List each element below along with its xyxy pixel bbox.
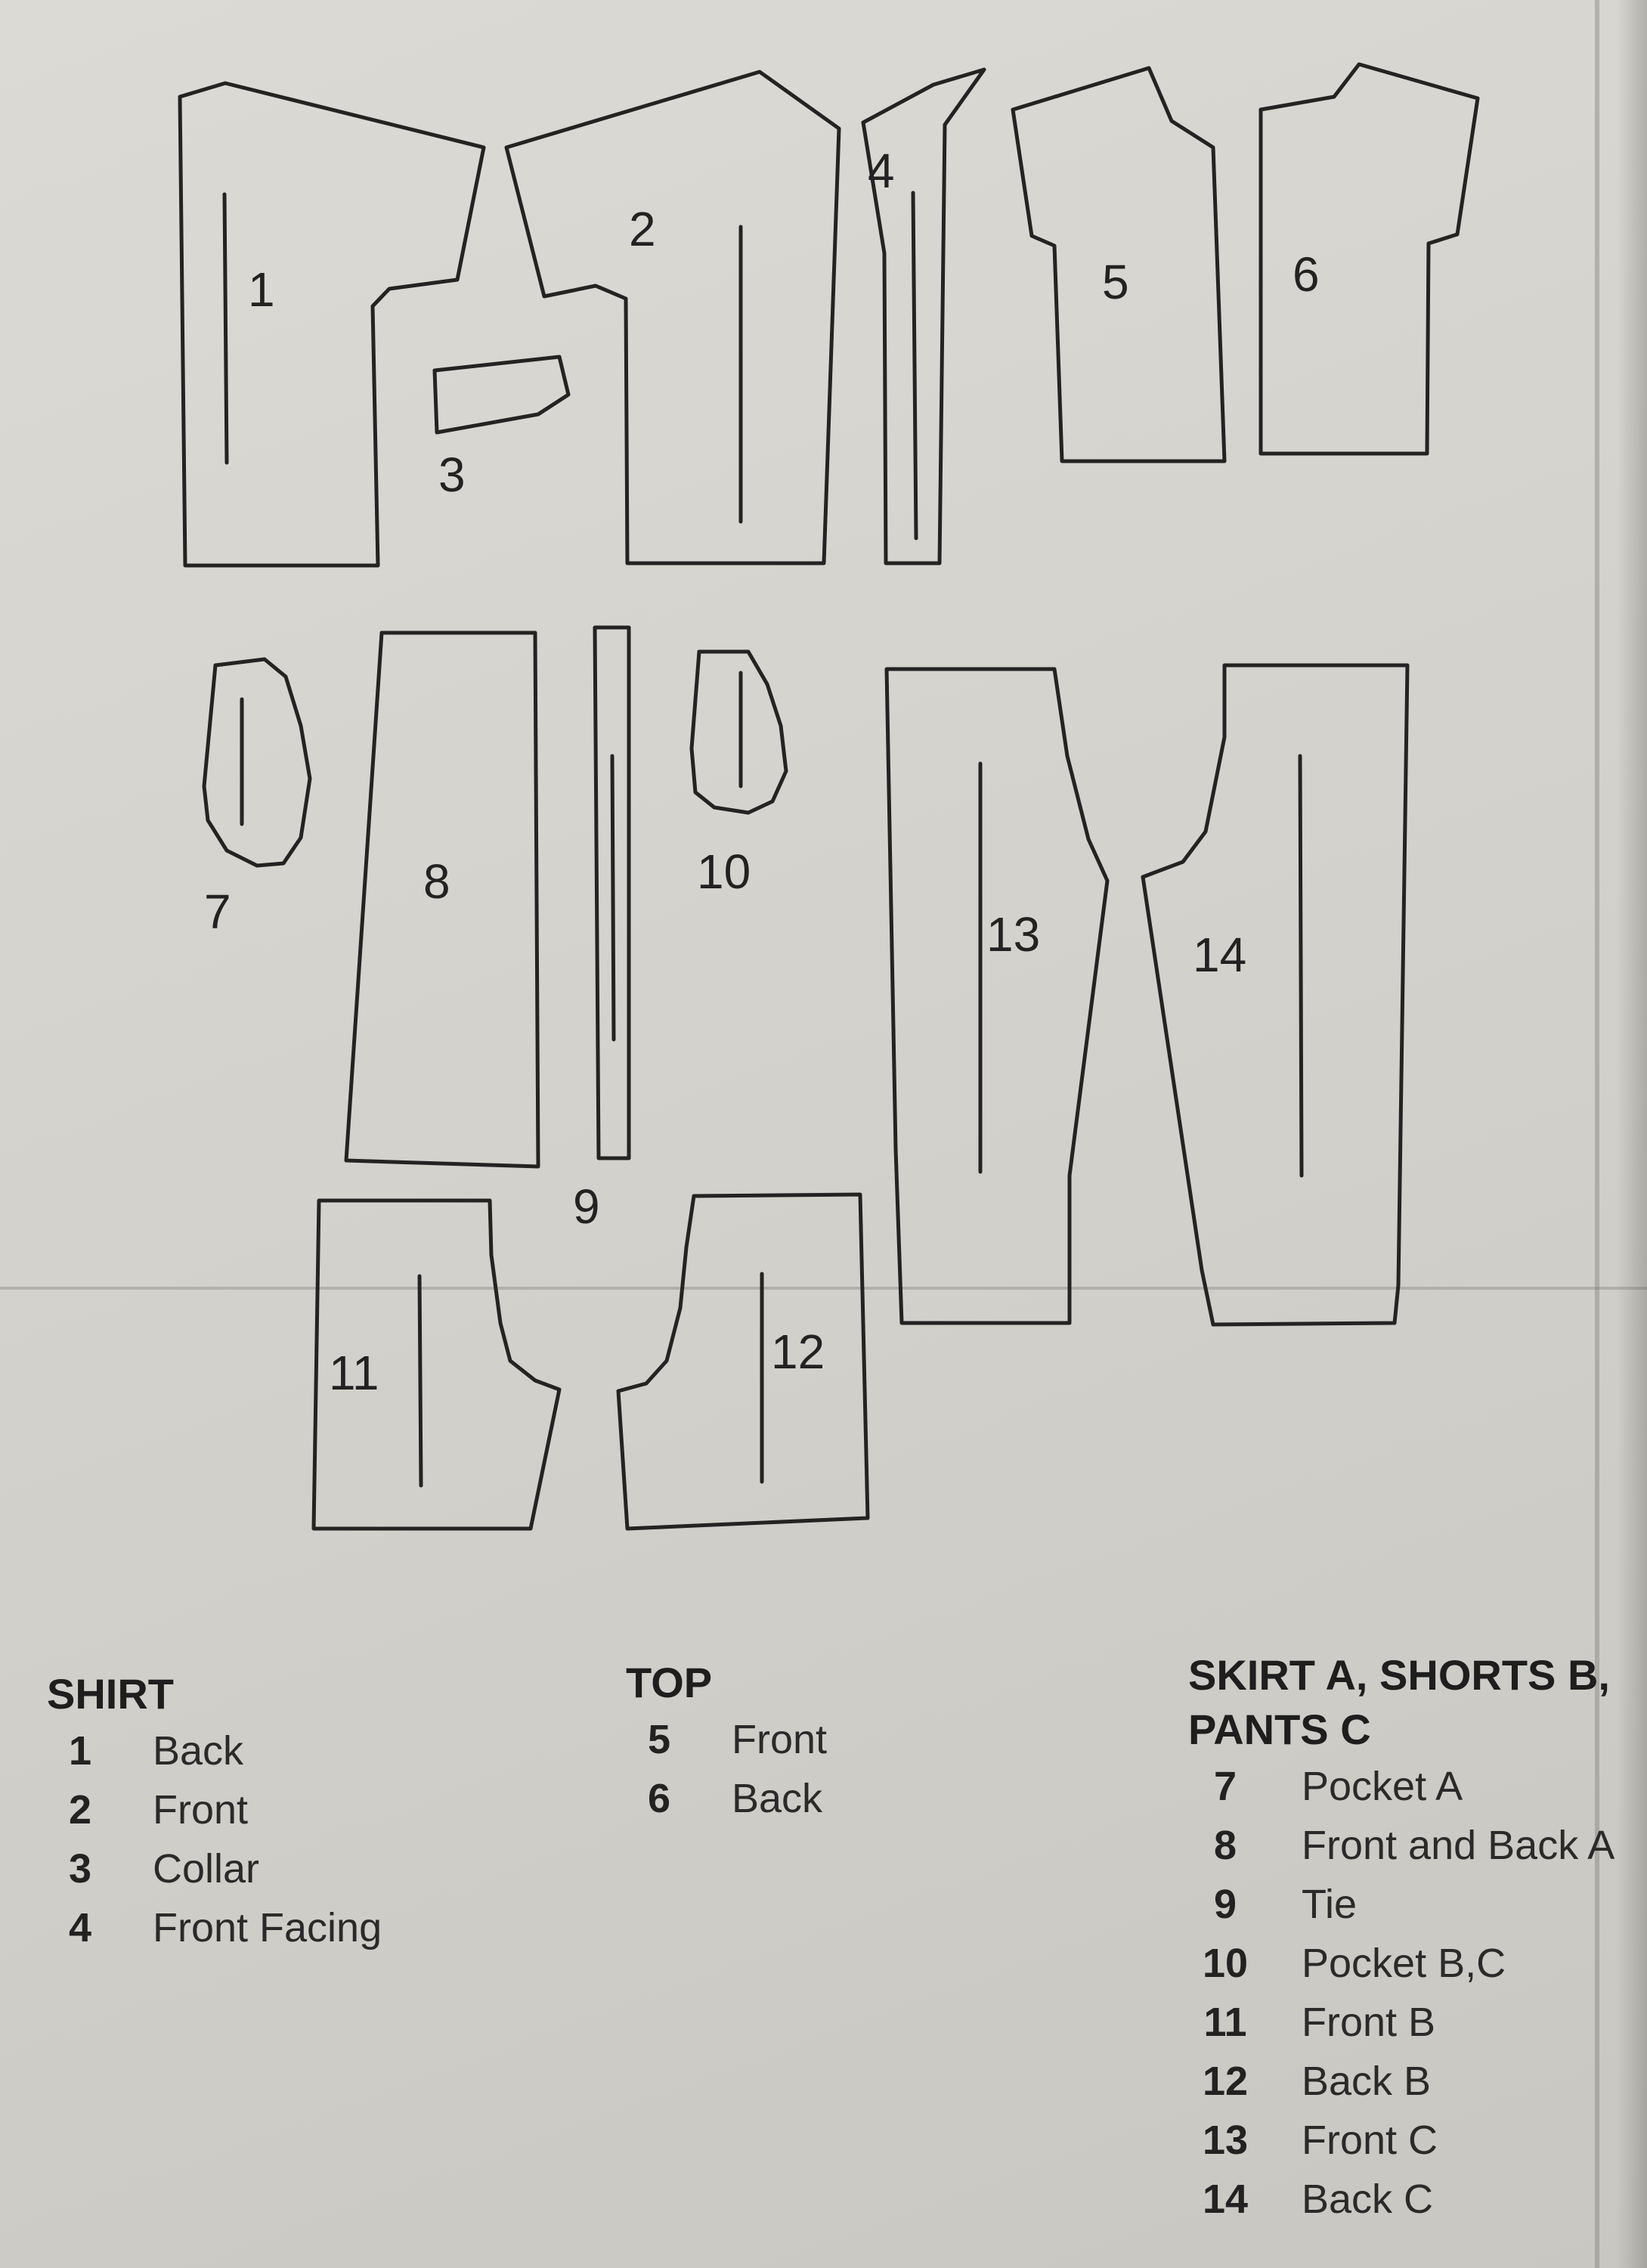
legend-item-name: Back [153,1728,244,1774]
legend-item-number: 10 [1202,1941,1249,1986]
piece-1-shirt-back [178,81,486,568]
piece-label-5: 5 [1102,255,1129,309]
legend-item-number: 2 [68,1787,92,1833]
legend-item-name: Collar [153,1846,260,1892]
legend-item: 11 Front B [1188,1993,1614,2052]
legend-item: 1 Back [47,1721,382,1780]
piece-5-top-front [1011,66,1227,463]
legend-item: 10 Pocket B,C [1188,1934,1614,1993]
legend-item-number: 3 [68,1846,92,1892]
legend-item-name: Front [732,1717,828,1762]
legend-title-top: TOP [626,1659,713,1706]
legend-item: 6 Back [626,1769,827,1828]
legend-item-number: 8 [1213,1823,1237,1868]
piece-label-13: 13 [986,907,1040,962]
legend-item-number: 6 [647,1776,671,1821]
legend-item: 5 Front [626,1710,827,1769]
legend-item-number: 1 [68,1728,92,1774]
legend-item-number: 7 [1213,1764,1237,1809]
page-edge-shadow [1617,0,1647,2268]
piece-label-1: 1 [248,262,275,317]
legend-item: 14 Back C [1188,2170,1614,2229]
legend-item-name: Back B [1302,2059,1432,2104]
legend-title-shirt: SHIRT [47,1670,174,1718]
legend-item-name: Pocket A [1302,1764,1463,1809]
legend-item-name: Back C [1302,2177,1434,2222]
legend-item-number: 12 [1202,2059,1249,2104]
legend-item-number: 14 [1202,2177,1249,2222]
legend-item: 8 Front and Back A [1188,1816,1614,1875]
piece-9-tie [593,625,631,1160]
piece-7-pocket-a [202,657,312,868]
piece-14-pants-back-c [1141,663,1410,1327]
piece-label-4: 4 [868,144,895,198]
legend-title-skirt-line2: PANTS C [1188,1706,1371,1753]
legend-item-name: Pocket B,C [1302,1941,1506,1986]
piece-label-3: 3 [438,448,466,502]
legend-top: TOP 5 Front 6 Back [626,1656,827,1828]
piece-label-2: 2 [629,202,656,256]
vertical-fold-line [1595,0,1599,2268]
legend-item: 7 Pocket A [1188,1757,1614,1816]
legend-item-name: Front and Back A [1302,1823,1615,1868]
legend-item-number: 11 [1203,2000,1247,2045]
legend-item: 9 Tie [1188,1875,1614,1934]
piece-label-12: 12 [771,1325,825,1379]
legend-item-name: Front Facing [153,1905,382,1950]
legend-item-number: 9 [1213,1882,1237,1927]
legend-item-name: Front B [1302,2000,1436,2045]
piece-6-top-back [1258,62,1480,456]
piece-label-6: 6 [1293,247,1320,302]
legend-item-name: Tie [1302,1882,1358,1927]
legend-item-name: Back [732,1776,823,1821]
legend-item-number: 5 [647,1717,671,1762]
legend-item-number: 13 [1202,2118,1249,2163]
piece-2-shirt-front [504,70,841,565]
piece-10-pocket-bc [689,649,788,815]
piece-label-8: 8 [423,854,450,909]
legend-item: 2 Front [47,1780,382,1839]
piece-4-shirt-front-facing [861,67,986,565]
piece-label-10: 10 [697,844,751,899]
piece-label-7: 7 [204,885,231,939]
legend-item-name: Front [153,1787,249,1833]
legend-shirt: SHIRT 1 Back 2 Front 3 Collar 4 Front Fa… [47,1667,382,1957]
legend-skirt-shorts-pants: SKIRT A, SHORTS B, PANTS C 7 Pocket A 8 … [1188,1648,1614,2229]
legend-item-number: 4 [68,1905,92,1950]
piece-11-shorts-front-b [311,1198,562,1531]
piece-12-shorts-back-b [616,1192,870,1531]
legend-item: 13 Front C [1188,2111,1614,2170]
legend-item: 3 Collar [47,1839,382,1898]
piece-8-skirt-front-and-back [344,631,540,1169]
legend-item-name: Front C [1302,2118,1438,2163]
piece-13-pants-front-c [884,667,1110,1325]
piece-label-11: 11 [329,1346,379,1400]
piece-3-shirt-collar [432,355,571,435]
legend-title-skirt-line1: SKIRT A, SHORTS B, [1188,1651,1610,1699]
legend-item: 4 Front Facing [47,1898,382,1957]
piece-label-14: 14 [1193,928,1246,982]
horizontal-fold-line [0,1287,1647,1290]
piece-label-9: 9 [573,1179,600,1234]
legend-item: 12 Back B [1188,2052,1614,2111]
